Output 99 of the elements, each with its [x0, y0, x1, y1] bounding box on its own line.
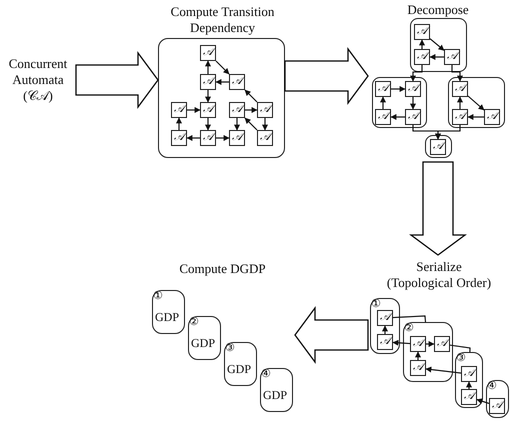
arrow — [430, 38, 444, 51]
automaton-box: 𝒜 — [414, 48, 430, 65]
block-arrow — [284, 47, 369, 105]
connector-line — [392, 315, 426, 322]
automaton-box: 𝒜 — [414, 24, 430, 40]
arrow — [245, 107, 258, 113]
automaton-box: 𝒜 — [228, 74, 245, 90]
step-number: ② — [189, 316, 199, 327]
arrow — [382, 325, 388, 334]
stage-card — [370, 298, 400, 354]
automaton-box: 𝒜 — [170, 130, 187, 146]
arrow — [262, 118, 268, 131]
card-label: GDP — [227, 363, 252, 375]
step-number: ② — [404, 322, 414, 333]
arrow — [457, 96, 463, 109]
arrow — [391, 86, 406, 92]
stage-card — [486, 380, 509, 418]
stage-heading: Decompose — [406, 2, 470, 18]
component-group — [372, 77, 427, 128]
automaton-box: 𝒜 — [374, 108, 391, 125]
block-arrow — [294, 306, 369, 364]
arrow — [425, 366, 462, 374]
connector-line — [450, 344, 471, 352]
arrow — [466, 381, 472, 389]
arrow — [216, 60, 230, 74]
card-label: GDP — [191, 337, 216, 349]
input-label: Concurrent Automata (𝒞𝒜) — [0, 48, 76, 112]
stage-heading: Compute Transition Dependency — [170, 3, 276, 37]
card-label: GDP — [155, 311, 180, 323]
block-arrow — [75, 51, 159, 109]
arrow — [215, 79, 229, 85]
arrow — [216, 135, 230, 141]
automaton-box: 𝒜 — [460, 366, 477, 382]
automaton-box: 𝒜 — [200, 130, 216, 146]
automaton-box: 𝒜 — [376, 334, 393, 350]
automaton-box: 𝒜 — [444, 48, 460, 65]
component-group — [425, 135, 452, 158]
automaton-box: 𝒜 — [200, 44, 216, 61]
stage-card — [403, 322, 453, 382]
arrow — [205, 90, 211, 103]
stage-heading: Serialize (Topological Order) — [386, 258, 492, 292]
automaton-box: 𝒜 — [460, 388, 477, 405]
arrow — [244, 118, 258, 130]
automaton-box: 𝒜 — [376, 310, 393, 326]
arrow — [205, 60, 211, 74]
automaton-box: 𝒜 — [228, 130, 245, 146]
automaton-box: 𝒜 — [484, 108, 500, 125]
automaton-box: 𝒜 — [404, 80, 421, 97]
automaton-box: 𝒜 — [200, 74, 216, 90]
step-number: ① — [153, 290, 163, 301]
arrow — [426, 341, 435, 347]
step-number: ① — [371, 298, 381, 309]
arrow — [435, 125, 461, 140]
step-number: ④ — [487, 380, 497, 391]
card-label: GDP — [263, 389, 288, 401]
automaton-box: 𝒜 — [228, 102, 245, 118]
automaton-box: 𝒜 — [452, 108, 468, 125]
automaton-box: 𝒜 — [410, 336, 426, 352]
arrow — [476, 398, 490, 404]
arrow — [380, 96, 386, 109]
stage-card — [260, 368, 293, 412]
automaton-box: 𝒜 — [200, 102, 216, 118]
component-group — [448, 77, 505, 128]
automaton-box: 𝒜 — [488, 398, 505, 414]
automaton-box: 𝒜 — [452, 80, 468, 97]
arrow — [467, 114, 484, 120]
step-number: ④ — [261, 368, 271, 379]
automaton-box: 𝒜 — [170, 102, 187, 118]
arrow — [468, 96, 484, 110]
arrow — [244, 90, 258, 102]
arrow — [410, 65, 423, 82]
arrow — [410, 97, 416, 110]
arrow — [451, 65, 463, 82]
arrow — [392, 340, 410, 346]
arrow — [390, 114, 405, 120]
automaton-box: 𝒜 — [256, 130, 273, 146]
arrow — [234, 118, 240, 131]
component-group — [410, 18, 467, 72]
arrow — [186, 135, 200, 141]
automaton-box: 𝒜 — [410, 360, 426, 376]
automaton-box: 𝒜 — [434, 336, 450, 352]
automaton-box: 𝒜 — [430, 138, 446, 155]
arrow — [187, 107, 201, 113]
arrow — [176, 117, 182, 130]
automaton-box: 𝒜 — [404, 108, 421, 125]
arrow — [205, 118, 211, 131]
step-number: ③ — [225, 342, 235, 353]
automaton-box: 𝒜 — [374, 80, 391, 97]
automaton-box: 𝒜 — [256, 102, 273, 118]
block-arrow — [409, 161, 467, 256]
step-number: ③ — [456, 352, 466, 363]
stage-card — [224, 342, 257, 386]
arrow — [419, 39, 425, 49]
stage-card — [188, 316, 221, 360]
stage-heading: Compute DGDP — [178, 261, 267, 277]
stage-card — [455, 352, 483, 408]
stage-card — [152, 290, 185, 334]
arrow — [415, 351, 421, 360]
arrow — [429, 54, 444, 60]
